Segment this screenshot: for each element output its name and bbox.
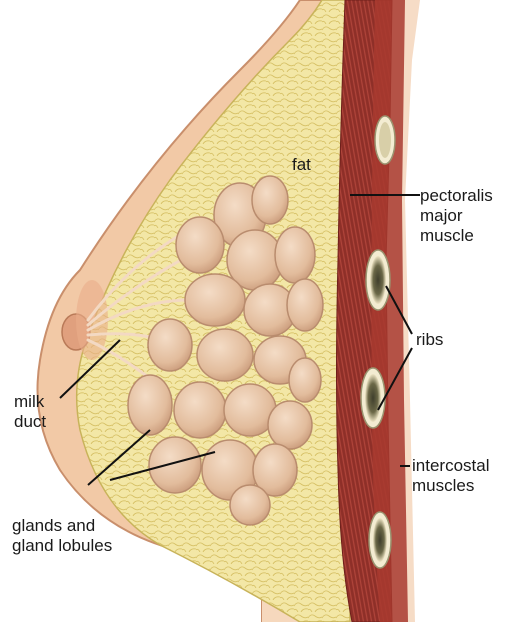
- rib-marrow: [379, 122, 391, 158]
- gland-lobule: [230, 485, 270, 525]
- label-milk-duct: milk duct: [14, 392, 46, 432]
- label-milk-duct-line1: milk: [14, 392, 46, 412]
- gland-lobule: [275, 227, 315, 283]
- gland-lobule: [128, 375, 172, 435]
- label-intercostal: intercostal muscles: [412, 456, 489, 496]
- label-intercostal-line2: muscles: [412, 476, 489, 496]
- rib-marrow: [365, 374, 381, 422]
- label-intercostal-line1: intercostal: [412, 456, 489, 476]
- gland-lobule: [148, 319, 192, 371]
- rib-marrow: [373, 518, 387, 562]
- label-ribs: ribs: [416, 330, 443, 350]
- gland-lobule: [289, 358, 321, 402]
- gland-lobule: [174, 382, 226, 438]
- gland-lobule: [287, 279, 323, 331]
- rib-marrow: [370, 256, 386, 304]
- gland-lobule: [185, 274, 245, 326]
- label-glands: glands and gland lobules: [12, 516, 112, 556]
- label-pectoralis-line1: pectoralis: [420, 186, 493, 206]
- label-pectoralis-line3: muscle: [420, 226, 493, 246]
- label-glands-line2: gland lobules: [12, 536, 112, 556]
- label-glands-line1: glands and: [12, 516, 112, 536]
- label-milk-duct-line2: duct: [14, 412, 46, 432]
- gland-lobule: [268, 401, 312, 449]
- label-fat: fat: [292, 155, 311, 175]
- gland-lobule: [252, 176, 288, 224]
- label-pectoralis: pectoralis major muscle: [420, 186, 493, 246]
- gland-lobule: [176, 217, 224, 273]
- label-pectoralis-line2: major: [420, 206, 493, 226]
- gland-lobule: [197, 329, 253, 381]
- gland-lobule: [149, 437, 201, 493]
